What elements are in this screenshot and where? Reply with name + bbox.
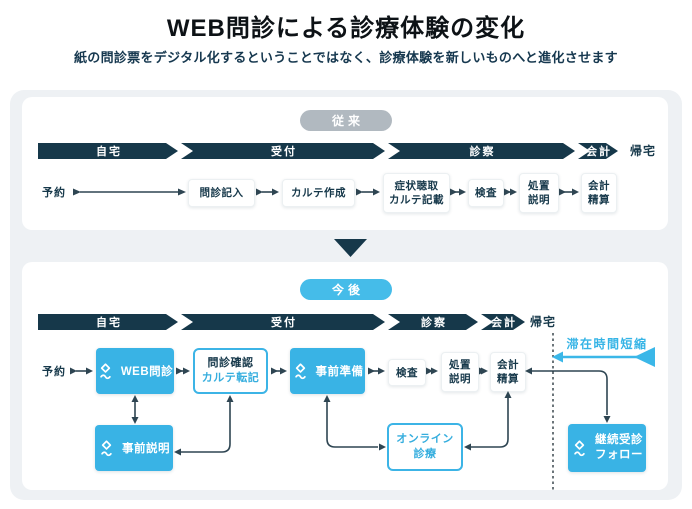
step-followup: 継続受診 フォロー (568, 424, 646, 472)
page-subtitle: 紙の問診票をデジタル化するということではなく、診療体験を新しいものへと進化させま… (73, 50, 618, 65)
step-symptom-chart: 症状聴取 カルテ記載 (383, 173, 450, 213)
step-chart-create: カルテ作成 (282, 179, 355, 207)
diamond-wave-icon (101, 439, 112, 456)
step-label: フォロー (595, 449, 643, 461)
step-label: カルテ作成 (291, 187, 346, 199)
step-preparation: 事前準備 (290, 348, 365, 394)
diamond-wave-icon (574, 439, 585, 456)
diamond-wave-icon (100, 362, 111, 379)
step-reserve: 予約 (42, 366, 66, 378)
step-label: 継続受診 (595, 434, 643, 446)
future-badge: 今後 (300, 279, 392, 300)
diamond-wave-icon (294, 362, 306, 379)
step-payment: 会計 精算 (490, 352, 526, 392)
step-label: 検査 (396, 366, 418, 379)
step-treatment: 処置 説明 (441, 352, 479, 392)
page-title: WEB問診による診療体験の変化 (166, 15, 526, 42)
stage-return-home-label: 帰宅 (530, 315, 557, 329)
step-online-consultation: オンライン 診療 (387, 423, 463, 471)
step-confirm-transcribe: 問診確認 カルテ転記 (193, 348, 268, 394)
step-label: 問診確認 (207, 357, 254, 369)
step-label: 問診記入 (199, 187, 244, 199)
step-fill-form: 問診記入 (188, 179, 255, 207)
step-label: 精算 (497, 373, 519, 385)
step-label: 事前準備 (315, 366, 364, 378)
step-web-interview: WEB問診 (96, 348, 174, 394)
step-label: 処置 (528, 180, 550, 192)
step-label: 処置 (449, 359, 471, 371)
step-label: 検査 (475, 187, 497, 199)
stage-reception: 受付 (181, 314, 385, 330)
stage-accounting: 会計 (481, 314, 525, 330)
step-reserve: 予約 (42, 187, 66, 199)
step-label: 事前説明 (122, 443, 170, 455)
step-payment: 会計 精算 (581, 173, 617, 213)
step-label: カルテ転記 (201, 372, 260, 384)
step-label: 説明 (528, 194, 550, 206)
conventional-badge: 従来 (300, 110, 392, 131)
stage-reception: 受付 (181, 143, 385, 159)
step-label: WEB問診 (120, 366, 174, 378)
step-treatment: 処置 説明 (519, 173, 559, 213)
stay-time-label: 滞在時間短縮 (566, 337, 648, 351)
stage-examination: 診察 (388, 143, 575, 159)
step-exam: 検査 (468, 179, 504, 207)
stage-accounting: 会計 (578, 143, 618, 159)
step-label: オンライン (396, 433, 454, 445)
step-pre-explanation: 事前説明 (95, 425, 173, 471)
step-label-lines: 継続受診 フォロー (595, 433, 643, 463)
step-label: 精算 (588, 194, 610, 206)
step-label: カルテ記載 (389, 194, 444, 206)
step-label: 診療 (413, 448, 437, 460)
step-exam: 検査 (388, 359, 426, 386)
step-label: 症状聴取 (394, 180, 439, 192)
step-label: 会計 (588, 180, 610, 192)
stage-examination: 診察 (388, 314, 478, 330)
stage-return-home-label: 帰宅 (630, 144, 657, 158)
stage-home: 自宅 (38, 314, 178, 330)
step-label: 説明 (449, 373, 471, 385)
stage-home: 自宅 (38, 143, 178, 159)
step-label: 会計 (497, 359, 519, 371)
